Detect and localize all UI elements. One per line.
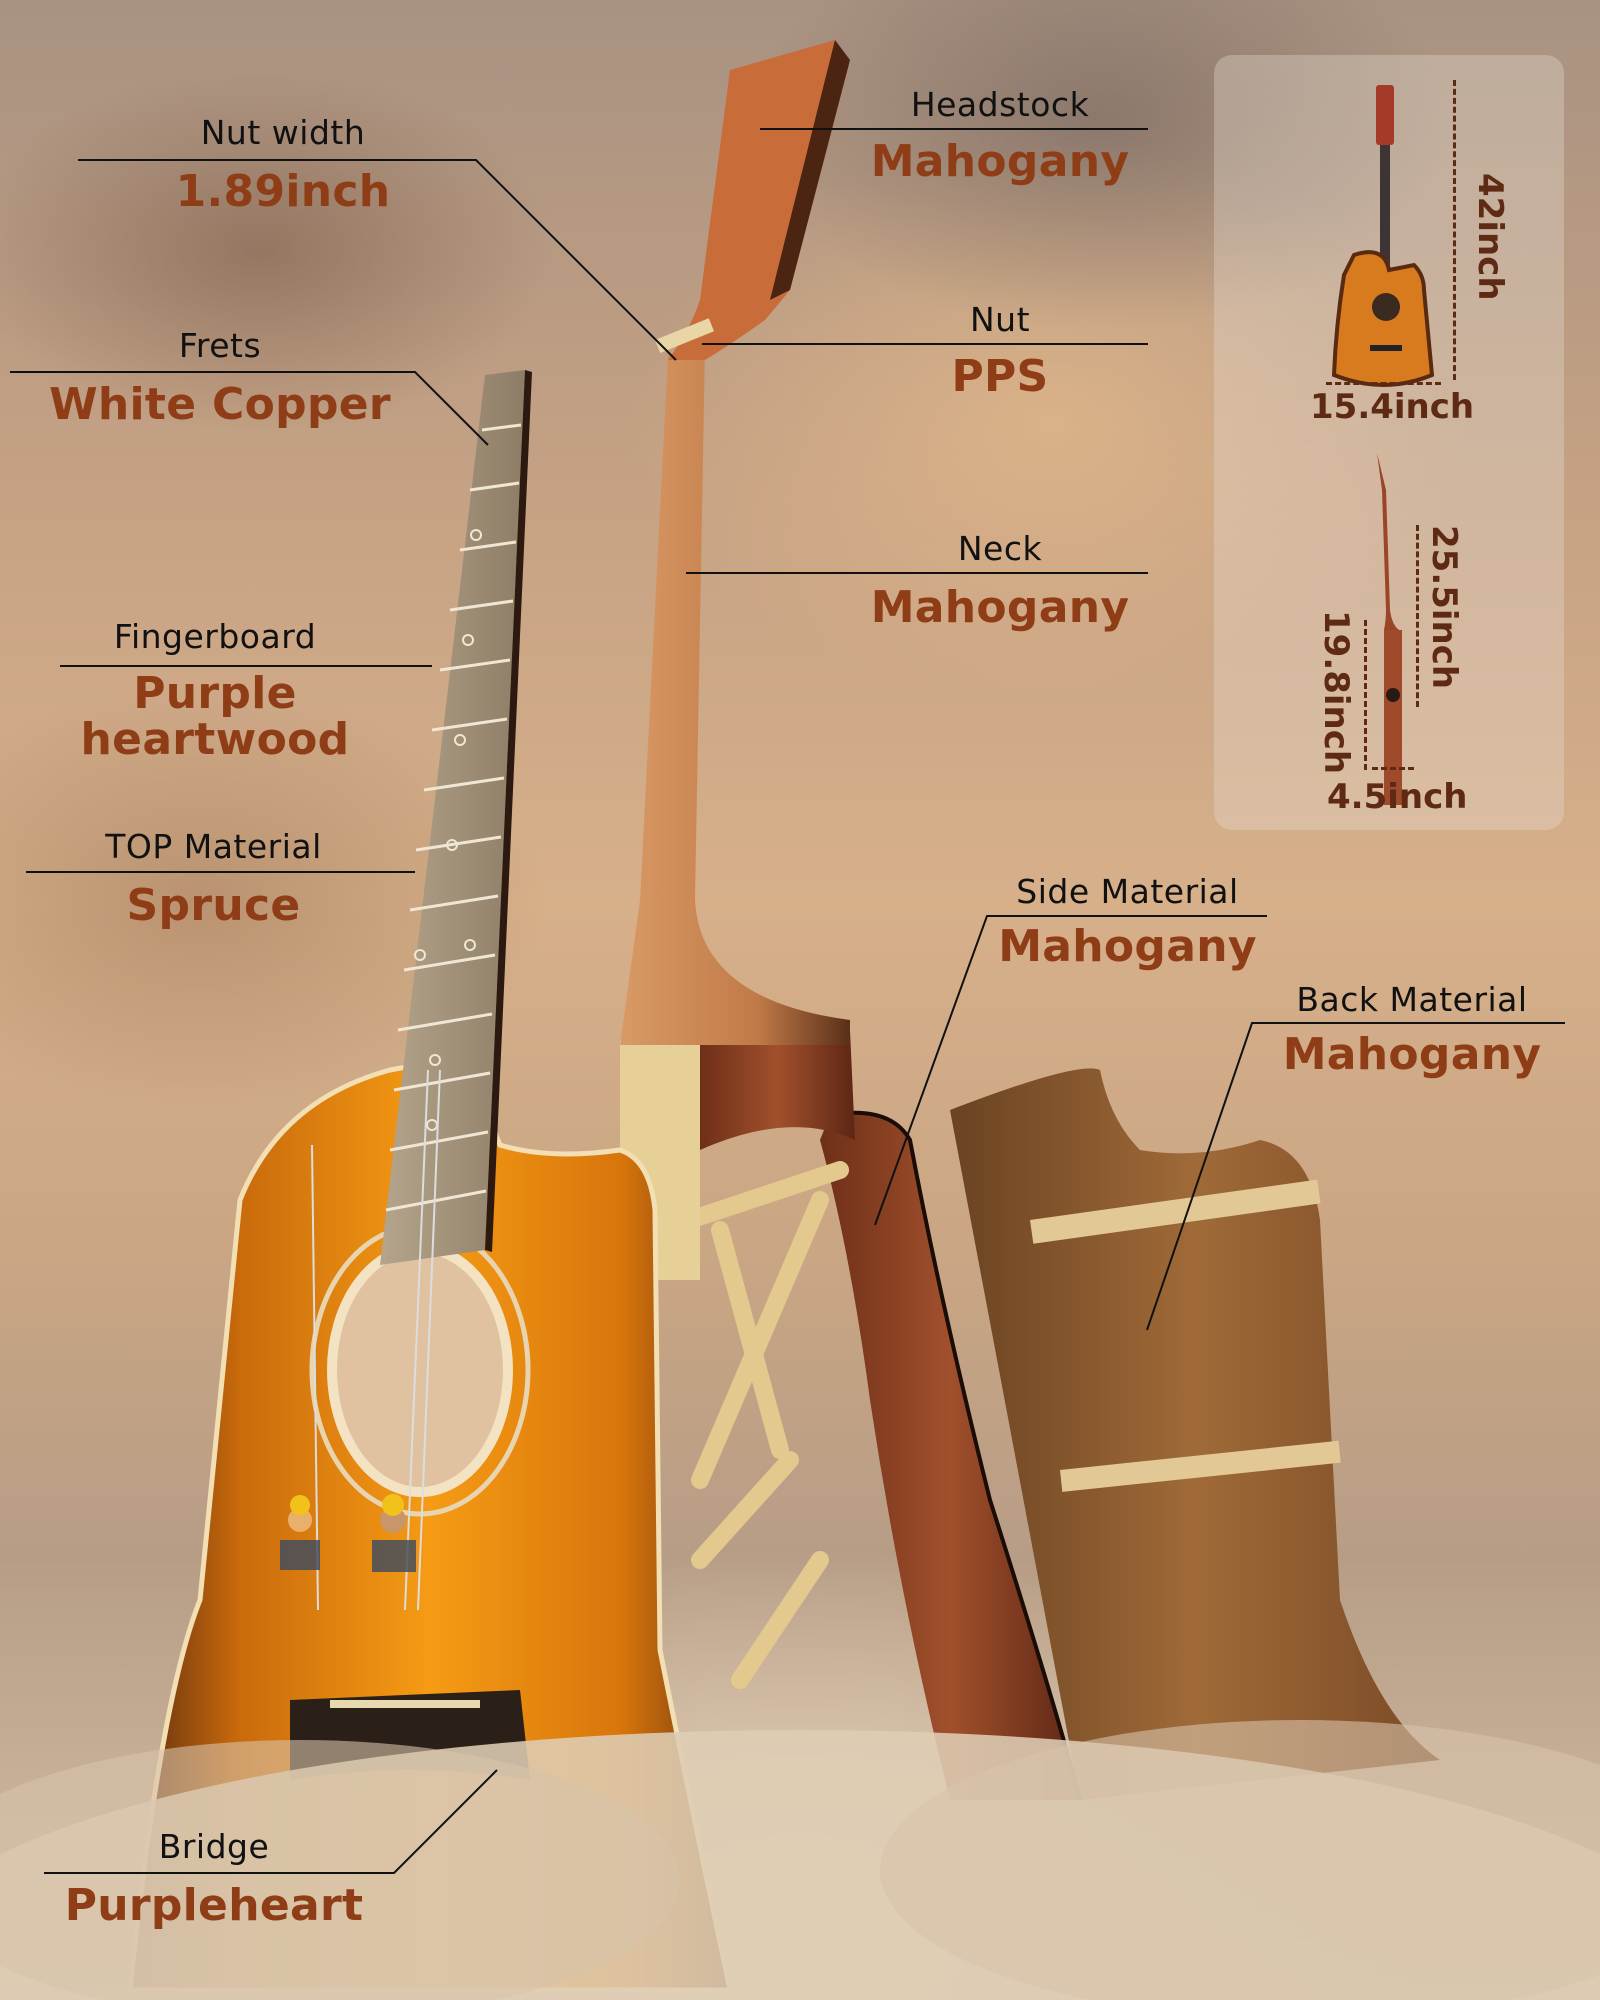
scale-length-dimension-line xyxy=(1416,525,1419,707)
callout-frets: Frets White Copper xyxy=(10,329,430,428)
callout-value: Spruce xyxy=(126,880,301,931)
height-dimension-line xyxy=(1453,80,1456,380)
callout-back-material: Back Material Mahogany xyxy=(1262,983,1562,1078)
callout-neck: Neck Mahogany xyxy=(850,532,1150,631)
callout-bridge: Bridge Purpleheart xyxy=(44,1830,384,1929)
callout-value: PPS xyxy=(951,351,1049,402)
body-length-label: 19.8inch xyxy=(1316,610,1356,775)
width-dimension-line xyxy=(1326,382,1441,385)
side-view-guitar-icon xyxy=(1377,453,1402,805)
dimensions-panel: 42inch 15.4inch 25.5inch 19.8inch 4.5inc… xyxy=(1214,55,1564,830)
callout-title: Nut xyxy=(969,300,1031,339)
callout-value-line1: Purple xyxy=(133,668,297,719)
width-label: 15.4inch xyxy=(1310,387,1475,427)
callout-title: Bridge xyxy=(158,1827,270,1866)
callout-value: Mahogany xyxy=(998,921,1257,972)
callout-fingerboard: Fingerboard Purple heartwood xyxy=(60,620,370,763)
callout-top-material: TOP Material Spruce xyxy=(26,830,401,929)
callout-value: White Copper xyxy=(49,379,391,430)
depth-label: 4.5inch xyxy=(1327,777,1468,817)
callout-title: Headstock xyxy=(910,85,1090,124)
callout-side-material: Side Material Mahogany xyxy=(990,875,1265,970)
callout-title: Neck xyxy=(957,529,1043,568)
callout-nut: Nut PPS xyxy=(850,303,1150,400)
callout-value: Mahogany xyxy=(1282,1029,1542,1080)
callout-title: Frets xyxy=(178,326,262,365)
callout-headstock: Headstock Mahogany xyxy=(850,88,1150,185)
callout-value: 1.89inch xyxy=(175,166,391,217)
callout-value: Purpleheart xyxy=(64,1880,364,1931)
body-length-dimension-line xyxy=(1364,620,1367,770)
callout-title: TOP Material xyxy=(105,827,322,866)
front-view-guitar-icon xyxy=(1331,85,1435,387)
callout-title: Back Material xyxy=(1296,980,1528,1019)
height-label: 42inch xyxy=(1470,173,1510,301)
callout-nut-width: Nut width 1.89inch xyxy=(78,116,488,215)
depth-dimension-line xyxy=(1372,767,1414,770)
callout-title: Side Material xyxy=(1016,872,1239,911)
callout-value: Mahogany xyxy=(870,136,1130,187)
callout-title: Nut width xyxy=(200,113,366,152)
scale-length-label: 25.5inch xyxy=(1424,525,1464,690)
callout-value: Mahogany xyxy=(870,582,1130,633)
callout-title: Fingerboard xyxy=(113,617,317,656)
callout-value-line2: heartwood xyxy=(80,714,350,766)
